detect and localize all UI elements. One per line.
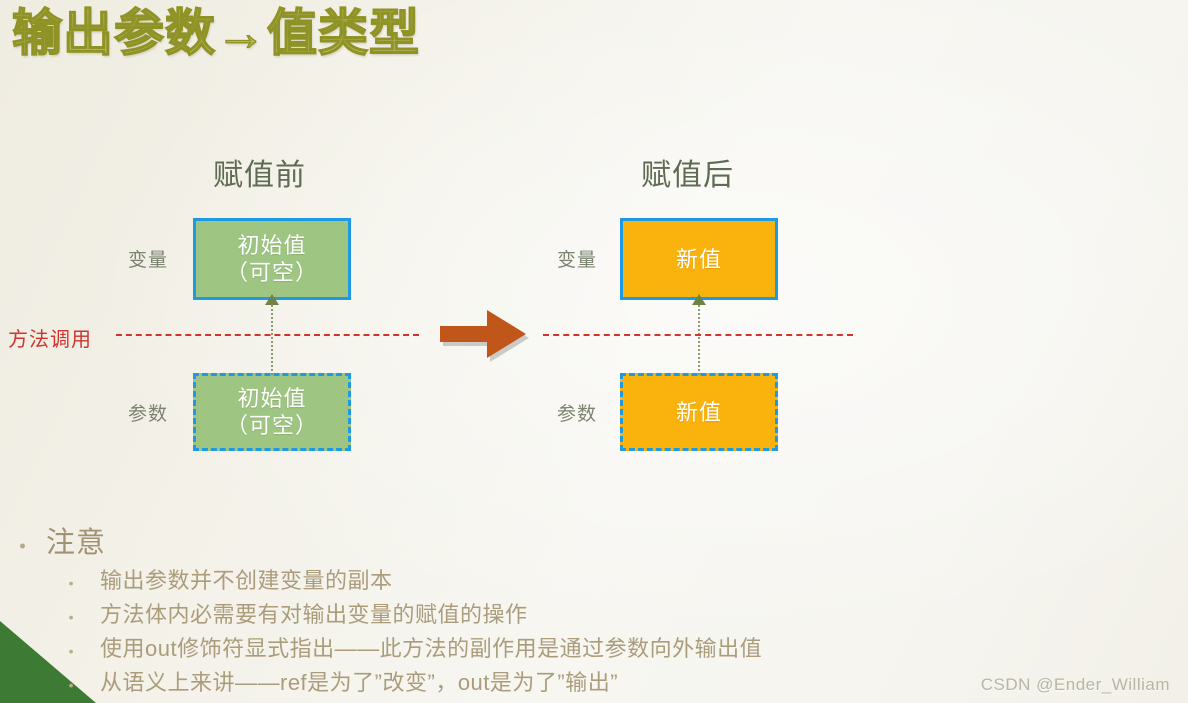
connector-arrow-icon [265, 294, 279, 305]
panel-heading-after: 赋值后 [641, 159, 734, 192]
connector-arrow-icon [692, 294, 706, 305]
bullet-icon: • [68, 643, 74, 659]
list-item: • 从语义上来讲——ref是为了”改变”，out是为了”输出” [0, 667, 1000, 701]
row-label-variable-before: 变量 [128, 250, 169, 271]
list-item-text: 输出参数并不创建变量的副本 [100, 568, 393, 593]
value-box-variable-after: 新值 [620, 218, 778, 300]
list-item-text: 使用out修饰符显式指出——此方法的副作用是通过参数向外输出值 [100, 636, 763, 661]
row-label-variable-after: 变量 [557, 250, 598, 271]
row-label-parameter-after: 参数 [557, 404, 598, 425]
method-call-line-before [116, 334, 419, 336]
list-item: • 使用out修饰符显式指出——此方法的副作用是通过参数向外输出值 [0, 633, 1000, 667]
value-box-line1: 初始值 [237, 233, 307, 258]
value-box-line1: 新值 [675, 399, 722, 425]
connector-line-after [698, 305, 703, 375]
list-item: • 输出参数并不创建变量的副本 [0, 565, 1000, 599]
corner-triangle-decoration [0, 621, 96, 703]
value-box-parameter-after: 新值 [620, 373, 778, 451]
panel-heading-before: 赋值前 [213, 159, 306, 192]
bullet-icon: • [68, 677, 74, 693]
notes-block: • 注意 • 输出参数并不创建变量的副本 • 方法体内必需要有对输出变量的赋值的… [0, 524, 1000, 701]
value-box-line1: 初始值 [237, 386, 307, 411]
transition-arrow-icon [440, 310, 529, 362]
method-call-label: 方法调用 [8, 329, 92, 351]
value-box-line2: （可空） [225, 260, 318, 285]
value-box-line2: （可空） [225, 413, 318, 438]
notes-heading-text: 注意 [46, 527, 107, 559]
value-box-parameter-before: 初始值 （可空） [193, 373, 351, 451]
value-box-variable-before: 初始值 （可空） [193, 218, 351, 300]
page-title: 输出参数→值类型 [11, 2, 420, 64]
value-box-line1: 新值 [675, 246, 722, 272]
row-label-parameter-before: 参数 [128, 404, 169, 425]
bullet-icon: • [68, 575, 74, 591]
list-item: • 方法体内必需要有对输出变量的赋值的操作 [0, 599, 1000, 633]
list-item-text: 方法体内必需要有对输出变量的赋值的操作 [100, 602, 528, 627]
notes-heading-row: • 注意 [0, 524, 1000, 565]
watermark: CSDN @Ender_William [980, 675, 1170, 694]
bullet-icon: • [19, 536, 27, 556]
bullet-icon: • [68, 609, 74, 625]
list-item-text: 从语义上来讲——ref是为了”改变”，out是为了”输出” [100, 670, 619, 695]
connector-line-before [271, 305, 276, 375]
method-call-line-after [543, 334, 853, 336]
